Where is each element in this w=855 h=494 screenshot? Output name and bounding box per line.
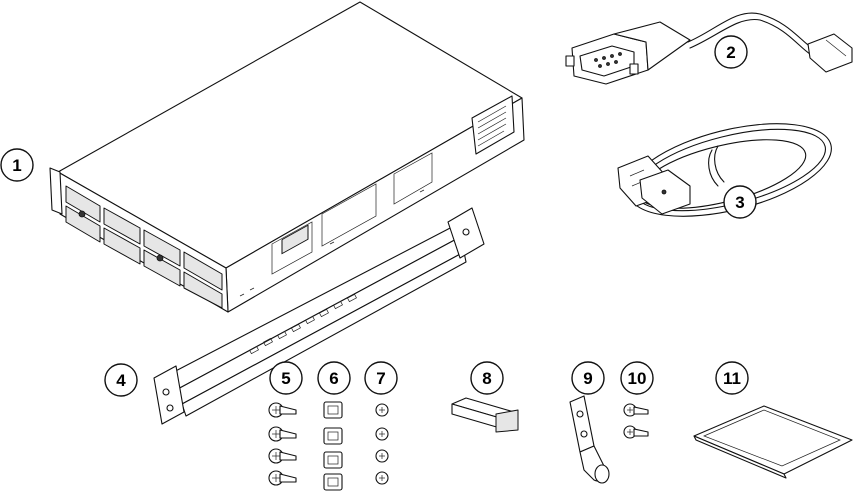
callout-number: 3 [735,193,744,212]
callout-10: 10 [620,361,654,395]
console-cable-icon [565,12,853,85]
callout-circle [571,361,605,395]
callout-9: 9 [571,361,605,395]
callout-number: 1 [12,156,21,175]
callout-circle [317,361,351,395]
callout-4: 4 [104,363,138,397]
callout-circle [104,363,138,397]
callout-markers: 1 2 3 4 5 6 7 8 9 10 11 [0,35,757,397]
callout-circle [715,361,749,395]
screw-icon [268,402,297,486]
cage-nut-icon [323,401,343,491]
callout-6: 6 [317,361,351,395]
document-pack-icon [693,405,853,479]
callout-3: 3 [723,185,757,219]
power-cord-icon [617,123,832,217]
callout-7: 7 [364,361,398,395]
callout-number: 10 [628,369,647,388]
callout-number: 11 [723,369,741,388]
callout-8: 8 [470,361,504,395]
callout-circle [269,361,303,395]
rack-rail-icon [153,207,485,425]
callout-5: 5 [269,361,303,395]
callout-circle [0,148,34,182]
callout-circle [714,35,748,69]
callout-number: 4 [116,371,126,390]
callout-number: 2 [726,43,735,62]
transceiver-module-icon [451,397,519,433]
callout-number: 8 [482,369,491,388]
callout-number: 9 [583,369,592,388]
callout-2: 2 [714,35,748,69]
callout-number: 7 [376,369,385,388]
callout-number: 5 [281,369,290,388]
callout-circle [620,361,654,395]
callout-number: 6 [329,369,338,388]
ground-lug-icon [569,395,610,484]
callout-circle [723,185,757,219]
callout-circle [364,361,398,395]
chassis-icon [49,1,525,313]
small-screw-icon [375,403,389,485]
callout-circle [470,361,504,395]
callout-11: 11 [715,361,749,395]
callout-1: 1 [0,148,34,182]
lug-screw-icon [623,403,649,439]
